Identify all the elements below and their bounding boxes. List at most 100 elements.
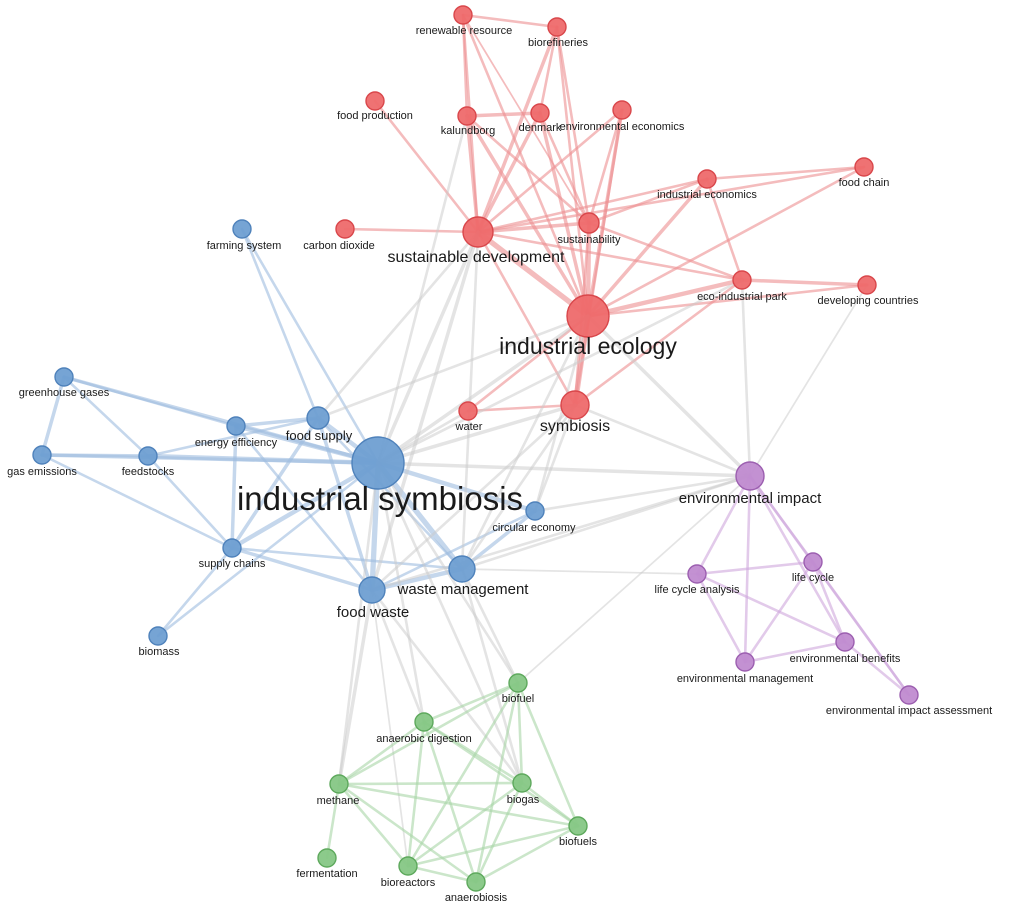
node-industrial-ecology[interactable] (566, 294, 610, 338)
node-biorefineries[interactable] (547, 17, 567, 37)
node-sustainable-development[interactable] (462, 216, 494, 248)
node-label-environmental-economics: environmental economics (560, 121, 685, 133)
node-label-kalundborg: kalundborg (441, 125, 495, 137)
node-biofuels[interactable] (568, 816, 588, 836)
node-gas-emissions[interactable] (32, 445, 52, 465)
edge-symbiosis--food-waste (370, 403, 577, 592)
node-methane[interactable] (329, 774, 349, 794)
edge-anaerobic-digestion--anaerobiosis (422, 720, 478, 884)
edge-kalundborg--renewable-resource (461, 13, 469, 118)
node-label-anaerobiosis: anaerobiosis (445, 892, 508, 904)
node-label-circular-economy: circular economy (492, 522, 576, 534)
node-life-cycle[interactable] (803, 552, 823, 572)
edge-environmental-economics--symbiosis (573, 108, 624, 407)
node-circular-economy[interactable] (525, 501, 545, 521)
edge-food-supply--waste-management (316, 416, 464, 571)
edge-energy-efficiency--food-waste (234, 424, 374, 592)
edge-sustainable-development--food-supply (316, 230, 480, 420)
node-waste-management[interactable] (448, 555, 476, 583)
node-label-waste-management: waste management (397, 581, 530, 598)
edge-sustainable-development--food-waste (370, 230, 480, 592)
node-environmental-impact[interactable] (735, 461, 765, 491)
node-biogas[interactable] (512, 773, 532, 793)
edge-sustainable-development--environmental-economics (476, 108, 624, 234)
edge-environmental-impact--environmental-benefits (748, 474, 847, 644)
edge-industrial-ecology--biorefineries (555, 25, 590, 318)
edge-industrial-ecology--renewable-resource (461, 13, 590, 318)
node-industrial-economics[interactable] (697, 169, 717, 189)
node-environmental-economics[interactable] (612, 100, 632, 120)
node-environmental-benefits[interactable] (835, 632, 855, 652)
edge-supply-chains--biomass (156, 546, 234, 638)
node-biofuel[interactable] (508, 673, 528, 693)
node-label-supply-chains: supply chains (199, 558, 266, 570)
node-symbiosis[interactable] (560, 390, 590, 420)
edge-methane--biogas (337, 781, 524, 786)
edge-industrial-ecology--waste-management (460, 314, 590, 571)
node-greenhouse-gases[interactable] (54, 367, 74, 387)
node-carbon-dioxide[interactable] (335, 219, 355, 239)
edge-industrial-ecology--food-supply (316, 314, 590, 420)
node-developing-countries[interactable] (857, 275, 877, 295)
node-anaerobiosis[interactable] (466, 872, 486, 892)
node-environmental-impact-assessment[interactable] (899, 685, 919, 705)
edge-biogas--biofuels (520, 781, 580, 828)
edge-biofuel--anaerobic-digestion (422, 681, 520, 724)
edge-environmental-economics--sustainability (587, 108, 624, 225)
node-label-anaerobic-digestion: anaerobic digestion (376, 733, 471, 745)
node-label-food-supply: food supply (286, 428, 353, 443)
node-life-cycle-analysis[interactable] (687, 564, 707, 584)
edge-industrial-economics--eco-industrial-park (705, 177, 744, 282)
node-label-industrial-ecology: industrial ecology (499, 333, 677, 359)
node-food-chain[interactable] (854, 157, 874, 177)
node-food-supply[interactable] (306, 406, 330, 430)
node-anaerobic-digestion[interactable] (414, 712, 434, 732)
node-water[interactable] (458, 401, 478, 421)
node-fermentation[interactable] (317, 848, 337, 868)
edge-biofuels--bioreactors (406, 824, 580, 868)
edge-environmental-benefits--environmental-management (743, 640, 847, 664)
node-label-developing-countries: developing countries (818, 295, 919, 307)
node-biomass[interactable] (148, 626, 168, 646)
edge-farming-system--food-supply (240, 227, 320, 420)
edge-denmark--sustainability (538, 111, 591, 225)
edge-layer (40, 13, 911, 884)
edge-sustainable-development--food-production (373, 99, 480, 234)
node-food-waste[interactable] (358, 576, 386, 604)
node-label-environmental-management: environmental management (677, 673, 813, 685)
node-energy-efficiency[interactable] (226, 416, 246, 436)
node-label-life-cycle-analysis: life cycle analysis (655, 584, 740, 596)
node-supply-chains[interactable] (222, 538, 242, 558)
node-eco-industrial-park[interactable] (732, 270, 752, 290)
node-renewable-resource[interactable] (453, 5, 473, 25)
edge-methane--fermentation (325, 782, 341, 860)
edge-waste-management--life-cycle-analysis (461, 568, 698, 575)
node-label-environmental-benefits: environmental benefits (790, 653, 901, 665)
edge-methane--biofuels (337, 782, 580, 828)
edge-biofuels--anaerobiosis (474, 824, 580, 884)
node-environmental-management[interactable] (735, 652, 755, 672)
edge-denmark--biorefineries (538, 25, 559, 115)
edge-renewable-resource--biorefineries (461, 13, 559, 29)
node-kalundborg[interactable] (457, 106, 477, 126)
node-label-denmark: denmark (519, 122, 562, 134)
node-food-production[interactable] (365, 91, 385, 111)
node-sustainability[interactable] (578, 212, 600, 234)
node-label-industrial-symbiosis: industrial symbiosis (237, 480, 523, 517)
edge-industrial-symbiosis--industrial-ecology (376, 314, 590, 465)
edge-industrial-symbiosis--kalundborg (376, 114, 469, 465)
edge-environmental-benefits--environmental-impact-assessment (843, 640, 911, 697)
edge-environmental-impact--life-cycle-analysis (695, 474, 752, 576)
edge-bioreactors--anaerobiosis (406, 864, 478, 884)
edge-life-cycle-analysis--environmental-management (695, 572, 747, 664)
node-label-biogas: biogas (507, 794, 540, 806)
node-industrial-symbiosis[interactable] (351, 436, 405, 490)
edge-eco-industrial-park--sustainability (587, 221, 744, 282)
node-bioreactors[interactable] (398, 856, 418, 876)
node-label-industrial-economics: industrial economics (657, 189, 757, 201)
node-feedstocks[interactable] (138, 446, 158, 466)
edge-industrial-ecology--industrial-economics (586, 177, 709, 318)
node-farming-system[interactable] (232, 219, 252, 239)
node-denmark[interactable] (530, 103, 550, 123)
